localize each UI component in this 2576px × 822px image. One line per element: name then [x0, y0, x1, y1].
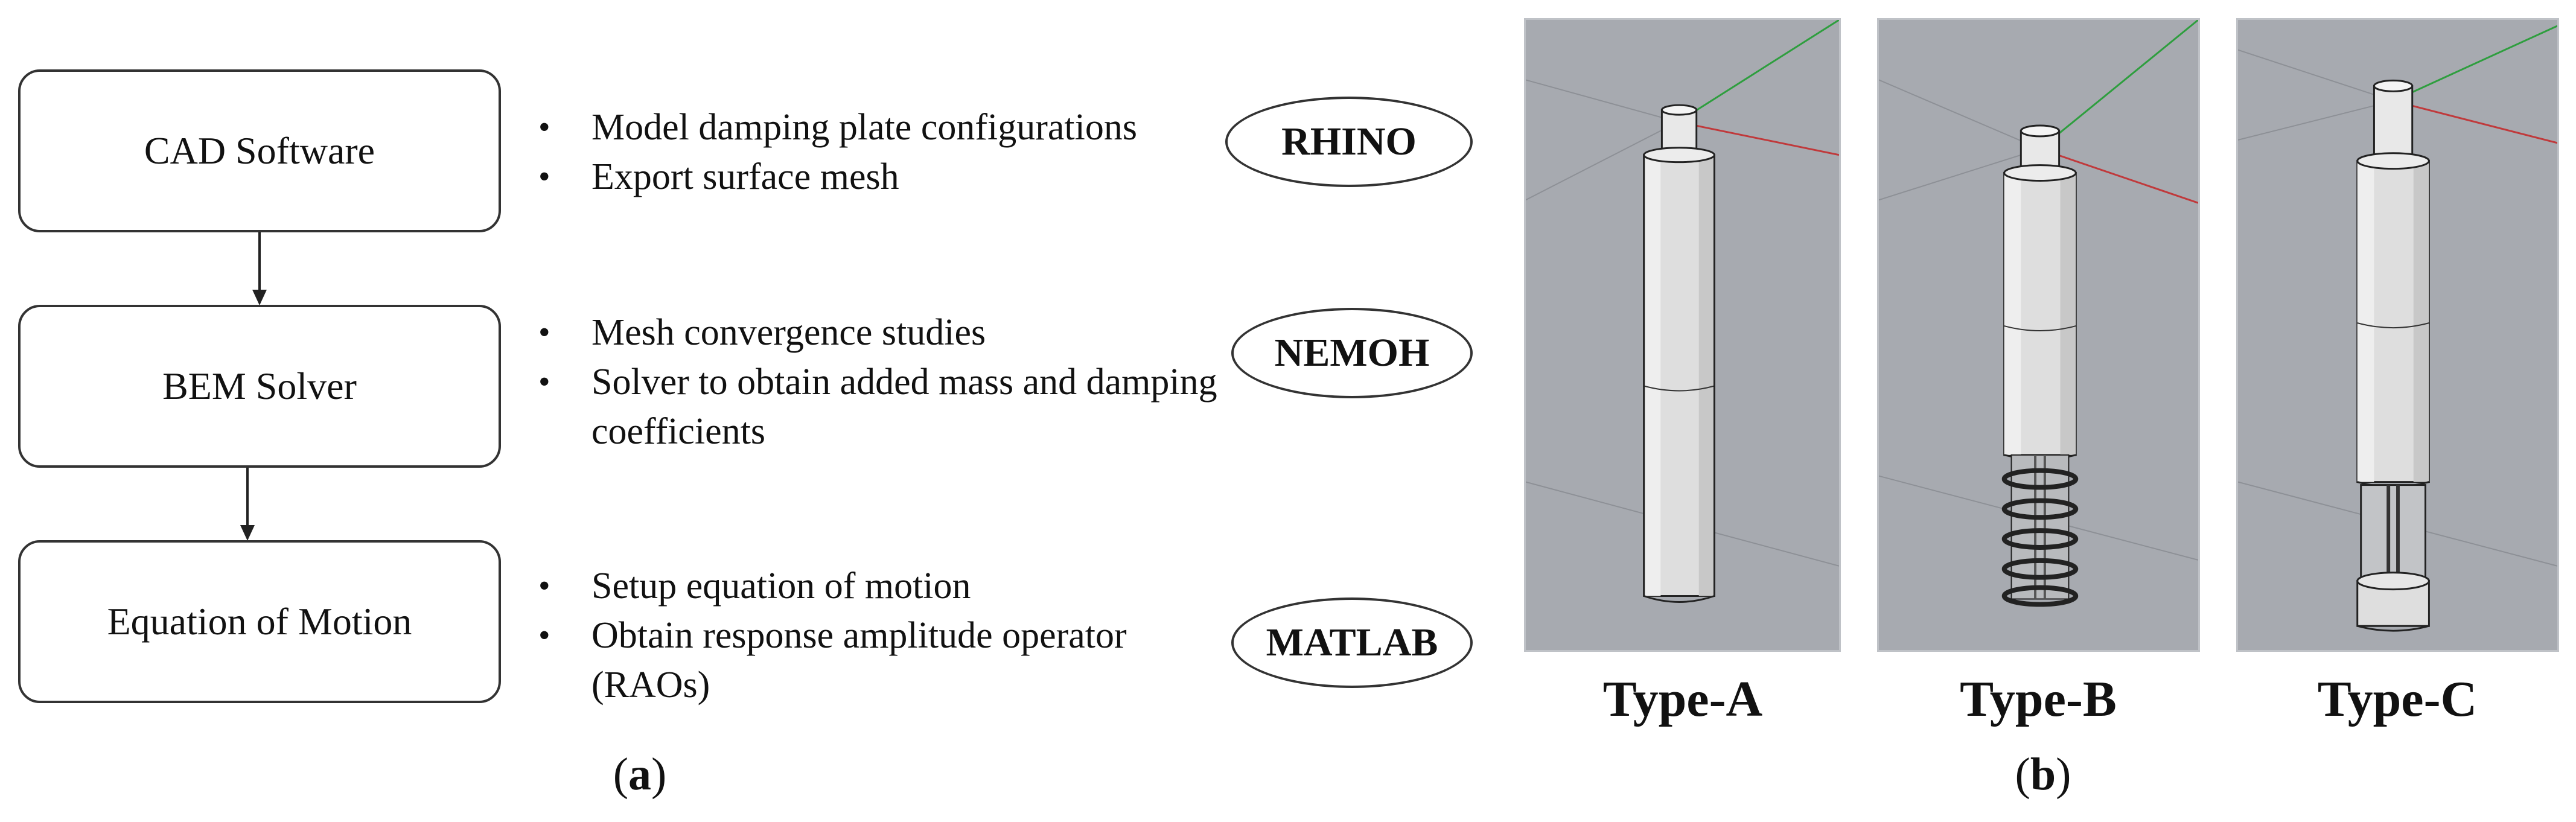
bullet-list-bem: Mesh convergence studies Solver to obtai… — [531, 308, 1225, 456]
step-label: BEM Solver — [162, 365, 357, 407]
step-box-cad-software: CAD Software — [18, 69, 501, 232]
flow-arrow-line — [258, 232, 261, 293]
render-panel-type-b — [1877, 18, 2200, 652]
tool-label: RHINO — [1281, 119, 1417, 164]
render-panel-type-a — [1524, 18, 1841, 652]
bullet-item: Setup equation of motion — [531, 561, 1225, 611]
render-type-a-image — [1526, 20, 1839, 603]
bullet-item: Model damping plate configurations — [531, 103, 1225, 152]
type-label-a: Type-A — [1602, 671, 1763, 727]
type-label-c: Type-C — [2317, 671, 2478, 727]
step-box-bem-solver: BEM Solver — [18, 305, 501, 468]
step-box-equation-of-motion: Equation of Motion — [18, 540, 501, 703]
bullet-item: Export surface mesh — [531, 152, 1225, 202]
caption-a: (a) — [613, 749, 667, 800]
step-label: CAD Software — [144, 129, 375, 172]
tool-label: NEMOH — [1274, 331, 1430, 375]
render-panel-type-c — [2236, 18, 2559, 652]
flow-arrow-head — [240, 525, 255, 541]
bullet-list-eom: Setup equation of motion Obtain response… — [531, 561, 1225, 710]
tool-ellipse-matlab: MATLAB — [1231, 597, 1473, 688]
step-label: Equation of Motion — [107, 600, 412, 643]
bullet-item: Solver to obtain added mass and damping … — [531, 357, 1225, 456]
type-label-b: Type-B — [1960, 671, 2117, 727]
flow-arrow-head — [252, 290, 267, 305]
tool-ellipse-rhino: RHINO — [1225, 97, 1473, 187]
bullet-list-cad: Model damping plate configurations Expor… — [531, 103, 1225, 202]
flow-arrow-line — [246, 468, 249, 528]
render-type-c-image — [2238, 25, 2557, 632]
bullet-item: Mesh convergence studies — [531, 308, 1225, 357]
bullet-item: Obtain response amplitude operator (RAOs… — [531, 611, 1225, 710]
render-type-b-image — [1879, 20, 2198, 607]
tool-label: MATLAB — [1266, 620, 1438, 664]
tool-ellipse-nemoh: NEMOH — [1231, 308, 1473, 398]
caption-b: (b) — [2015, 749, 2071, 800]
